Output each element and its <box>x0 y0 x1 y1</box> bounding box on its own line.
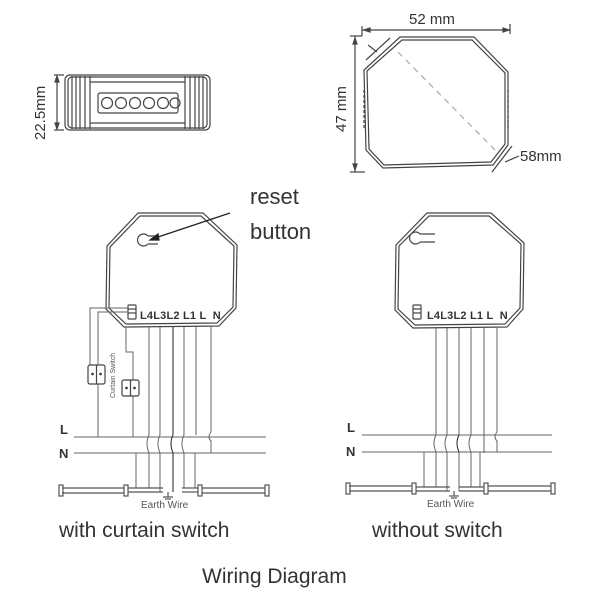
top-height-dimension-line <box>350 35 365 173</box>
left-caption: with curtain switch <box>59 519 230 542</box>
right-cable-bus <box>345 482 556 499</box>
curtain-switch-1 <box>87 364 106 385</box>
terminal-hole <box>156 96 170 110</box>
right-line-label: L <box>347 420 355 435</box>
left-cable-bus <box>58 484 270 500</box>
terminal-hole <box>100 96 114 110</box>
diagonal-dimension-marks <box>365 37 520 173</box>
reset-label-line1: reset <box>250 184 299 209</box>
left-wires <box>74 307 266 492</box>
figure-title: Wiring Diagram <box>202 565 347 588</box>
right-terminal-labels: L4L3L2 L1 L N <box>427 310 508 322</box>
width-dimension-line <box>361 24 511 36</box>
left-module-body <box>105 212 238 328</box>
top-width-label: 52 mm <box>409 11 455 28</box>
left-line-label: L <box>60 422 68 437</box>
side-view-module <box>64 74 211 131</box>
side-height-label: 22.5mm <box>32 85 49 140</box>
curtain-switch-label: Curtain Switch <box>110 352 117 398</box>
right-wires <box>362 328 552 491</box>
top-height-label: 47 mm <box>333 86 350 132</box>
terminal-hole <box>169 97 181 109</box>
reset-label-line2: button <box>250 219 312 244</box>
height-dimension-line <box>54 74 64 131</box>
top-diagonal-label: 58mm <box>520 148 562 165</box>
right-neutral-label: N <box>346 444 356 459</box>
left-neutral-label: N <box>59 446 69 461</box>
top-view-module <box>363 36 509 169</box>
curtain-switch-2 <box>121 379 140 397</box>
terminal-hole <box>114 96 128 110</box>
left-earth-wire-label: Earth Wire <box>141 500 189 511</box>
reset-button-icon <box>409 231 435 245</box>
right-module-body <box>394 212 525 329</box>
terminal-hole <box>142 96 156 110</box>
right-earth-wire-label: Earth Wire <box>427 499 475 510</box>
right-caption: without switch <box>372 519 503 542</box>
left-terminal-labels: L4L3L2 L1 L N <box>140 310 221 322</box>
terminal-hole <box>128 96 142 110</box>
